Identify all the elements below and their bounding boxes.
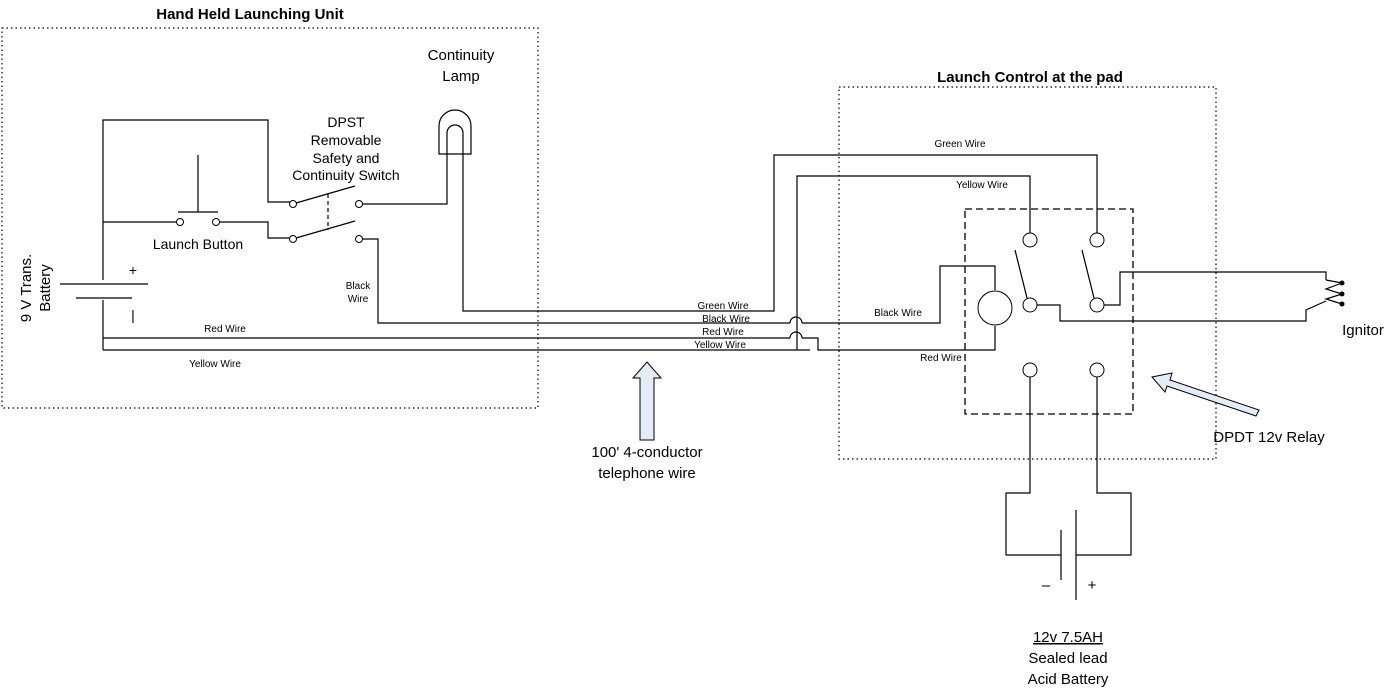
launch-button-symbol (176, 155, 220, 226)
switch-label-1: DPST (327, 114, 365, 130)
switch-label-2: Removable (311, 132, 382, 148)
black-wire-label-1: Black (346, 281, 371, 292)
dpst-switch-symbol (289, 185, 363, 243)
battery-12v-symbol (1060, 510, 1077, 600)
pad-control-title: Launch Control at the pad (937, 69, 1123, 86)
battery12-label-1: 12v 7.5AH (1033, 629, 1103, 646)
battery12-minus: – (1042, 577, 1051, 594)
relay-contacts (1014, 232, 1105, 378)
battery-9v-label-1: 9 V Trans. (18, 254, 35, 322)
hand-held-unit-box (1, 27, 539, 409)
cable-label-2: telephone wire (598, 465, 696, 482)
battery12-lead-left (1005, 377, 1061, 556)
relay-box (964, 208, 1134, 415)
relay-arrow-icon (1151, 372, 1260, 417)
battery-9v-symbol (60, 283, 148, 299)
ignitor-label: Ignitor (1342, 322, 1384, 339)
relay-coil-symbol (977, 290, 1013, 326)
cable-arrow-icon (631, 361, 663, 441)
pad-green-wire-label: Green Wire (934, 139, 986, 150)
relay-label: DPDT 12v Relay (1213, 429, 1325, 446)
yellow-wire-label: Yellow Wire (189, 359, 241, 370)
black-wire-label-2: Wire (348, 294, 369, 305)
hand-held-unit-title: Hand Held Launching Unit (156, 6, 344, 23)
red-wire-label: Red Wire (204, 324, 246, 335)
lamp-label-2: Lamp (442, 68, 480, 85)
switch-label-3: Safety and (313, 150, 380, 166)
cable-black-label: Black Wire (702, 314, 750, 325)
pad-yellow-wire-label: Yellow Wire (956, 180, 1008, 191)
battery12-lead-right (1076, 377, 1132, 556)
continuity-lamp-symbol (438, 109, 472, 155)
launch-button-label: Launch Button (153, 236, 243, 252)
cable-red-label: Red Wire (702, 327, 744, 338)
battery12-plus: + (1088, 577, 1097, 594)
ignitor-symbol (1323, 279, 1345, 307)
lamp-label-1: Continuity (428, 47, 495, 64)
battery-9v-minus: | (131, 307, 135, 323)
battery12-label-3: Acid Battery (1028, 671, 1109, 688)
pad-control-box (838, 86, 1217, 460)
battery12-label-2: Sealed lead (1028, 650, 1107, 667)
cable-green-label: Green Wire (697, 301, 749, 312)
ignitor-lead-top (1104, 271, 1327, 306)
pad-black-wire-label: Black Wire (874, 308, 922, 319)
cable-yellow-label: Yellow Wire (694, 340, 746, 351)
hand-held-circuit (102, 119, 1098, 351)
battery-9v-plus: + (129, 262, 137, 278)
switch-label-4: Continuity Switch (292, 167, 399, 183)
ignitor-lead-bottom (1037, 300, 1327, 322)
cable-label-1: 100' 4-conductor (591, 444, 702, 461)
battery-9v-label-2: Battery (37, 264, 54, 312)
pad-red-wire-label: Red Wire (920, 353, 962, 364)
